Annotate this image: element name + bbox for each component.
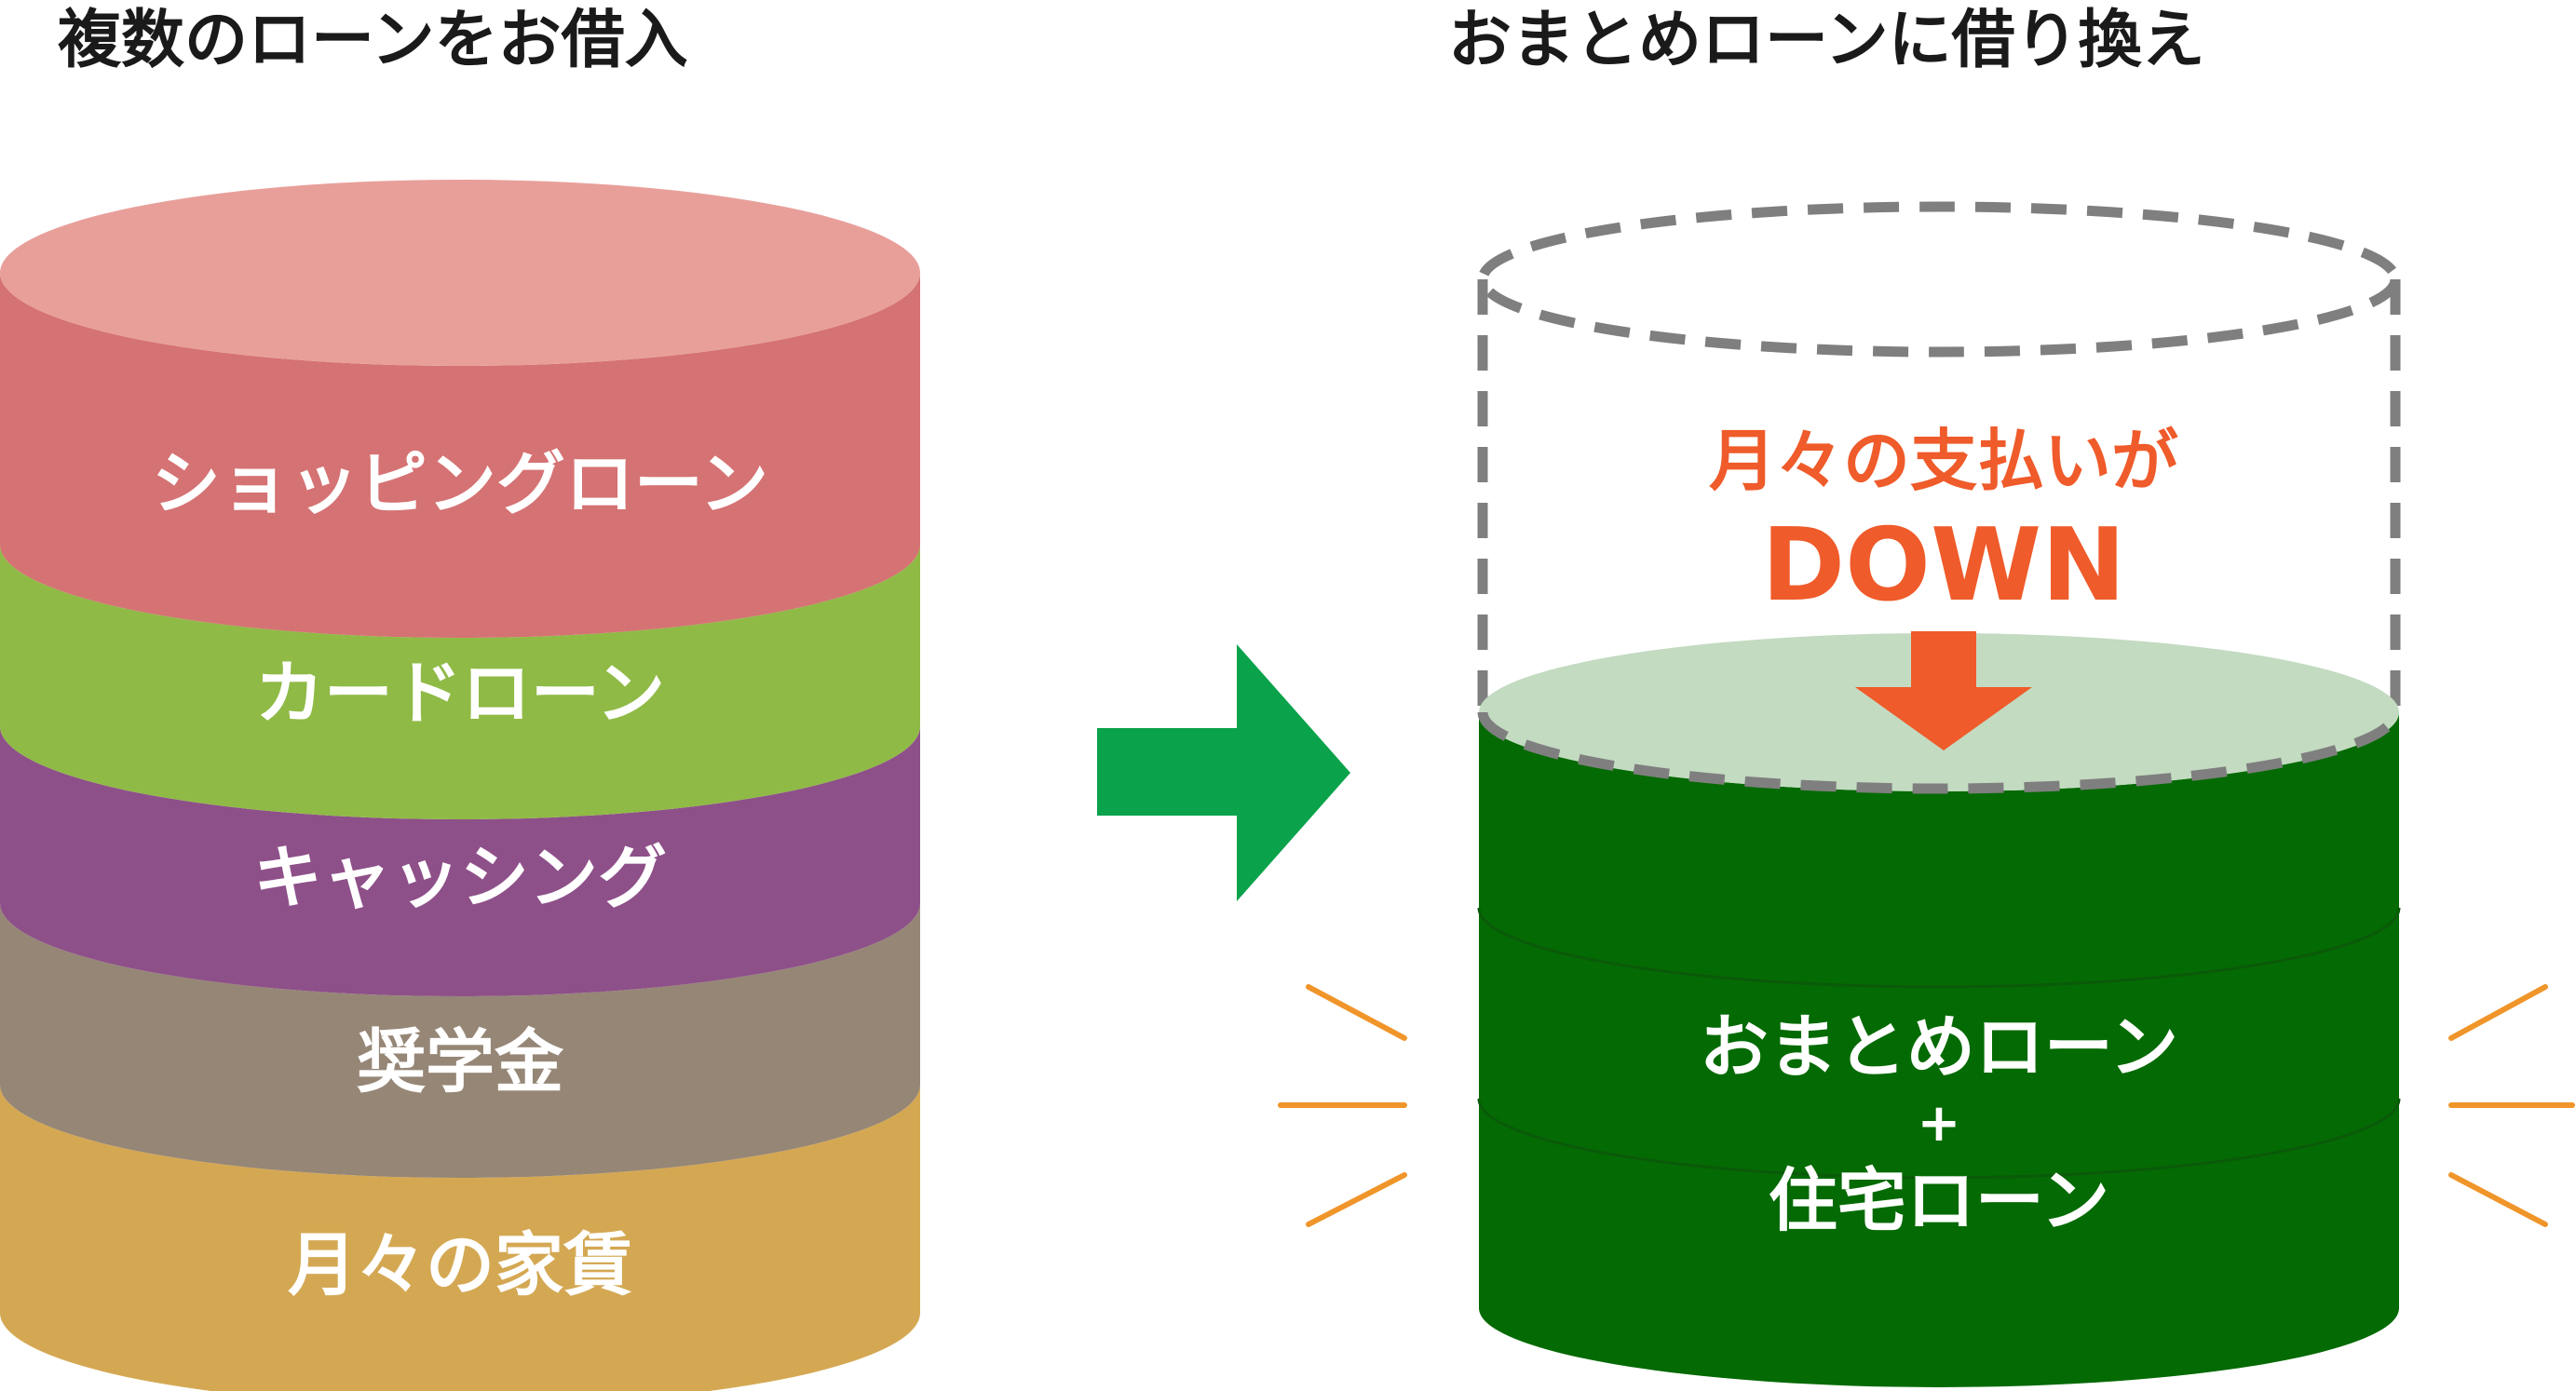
ray-left-bottom (1306, 1172, 1407, 1227)
loan-label-plus: + (1918, 1093, 1961, 1154)
label-rent: 月々の家賃 (288, 1225, 632, 1305)
loan-cylinder-body (1479, 712, 2399, 1387)
layer-cashing (0, 726, 920, 996)
emphasis-rays (1278, 984, 2575, 1227)
loan-cylinder-inner-line-2 (1477, 1098, 2401, 1180)
ray-right-bottom (2448, 1172, 2548, 1227)
right-arrow-icon (1097, 644, 1350, 901)
right-heading: おまとめローンに借り換え (1448, 4, 2205, 77)
layer-shopping-loan-top (0, 180, 920, 366)
ray-right-top (2448, 984, 2548, 1041)
ray-left-top (1306, 984, 1407, 1041)
dashed-cylinder-top (1477, 201, 2401, 358)
label-scholarship: 奨学金 (357, 1022, 564, 1102)
loan-cylinder-inner-line-1 (1477, 907, 2401, 989)
dashed-cylinder-bottom-edge (1477, 711, 2401, 794)
layer-rent (0, 1085, 920, 1391)
down-arrow-icon (1855, 631, 2032, 750)
left-cylinder-stack (0, 180, 920, 1391)
label-shopping-loan: ショッピングローン (152, 444, 768, 524)
layer-card-loan (0, 545, 920, 819)
layer-shopping-loan (0, 273, 920, 638)
loan-label-consolidated: おまとめローン (1700, 1007, 2178, 1087)
payment-note-line1: 月々の支払いが (1709, 422, 2178, 500)
label-card-loan: カードローン (255, 654, 665, 734)
left-heading: 複数のローンをお借入 (58, 4, 688, 77)
payment-note-down: DOWN (1762, 507, 2126, 624)
dashed-cylinder-outline (1477, 201, 2401, 717)
label-cashing: キャッシング (253, 838, 667, 918)
layer-scholarship (0, 903, 920, 1178)
loan-label-housing: 住宅ローン (1769, 1161, 2109, 1241)
